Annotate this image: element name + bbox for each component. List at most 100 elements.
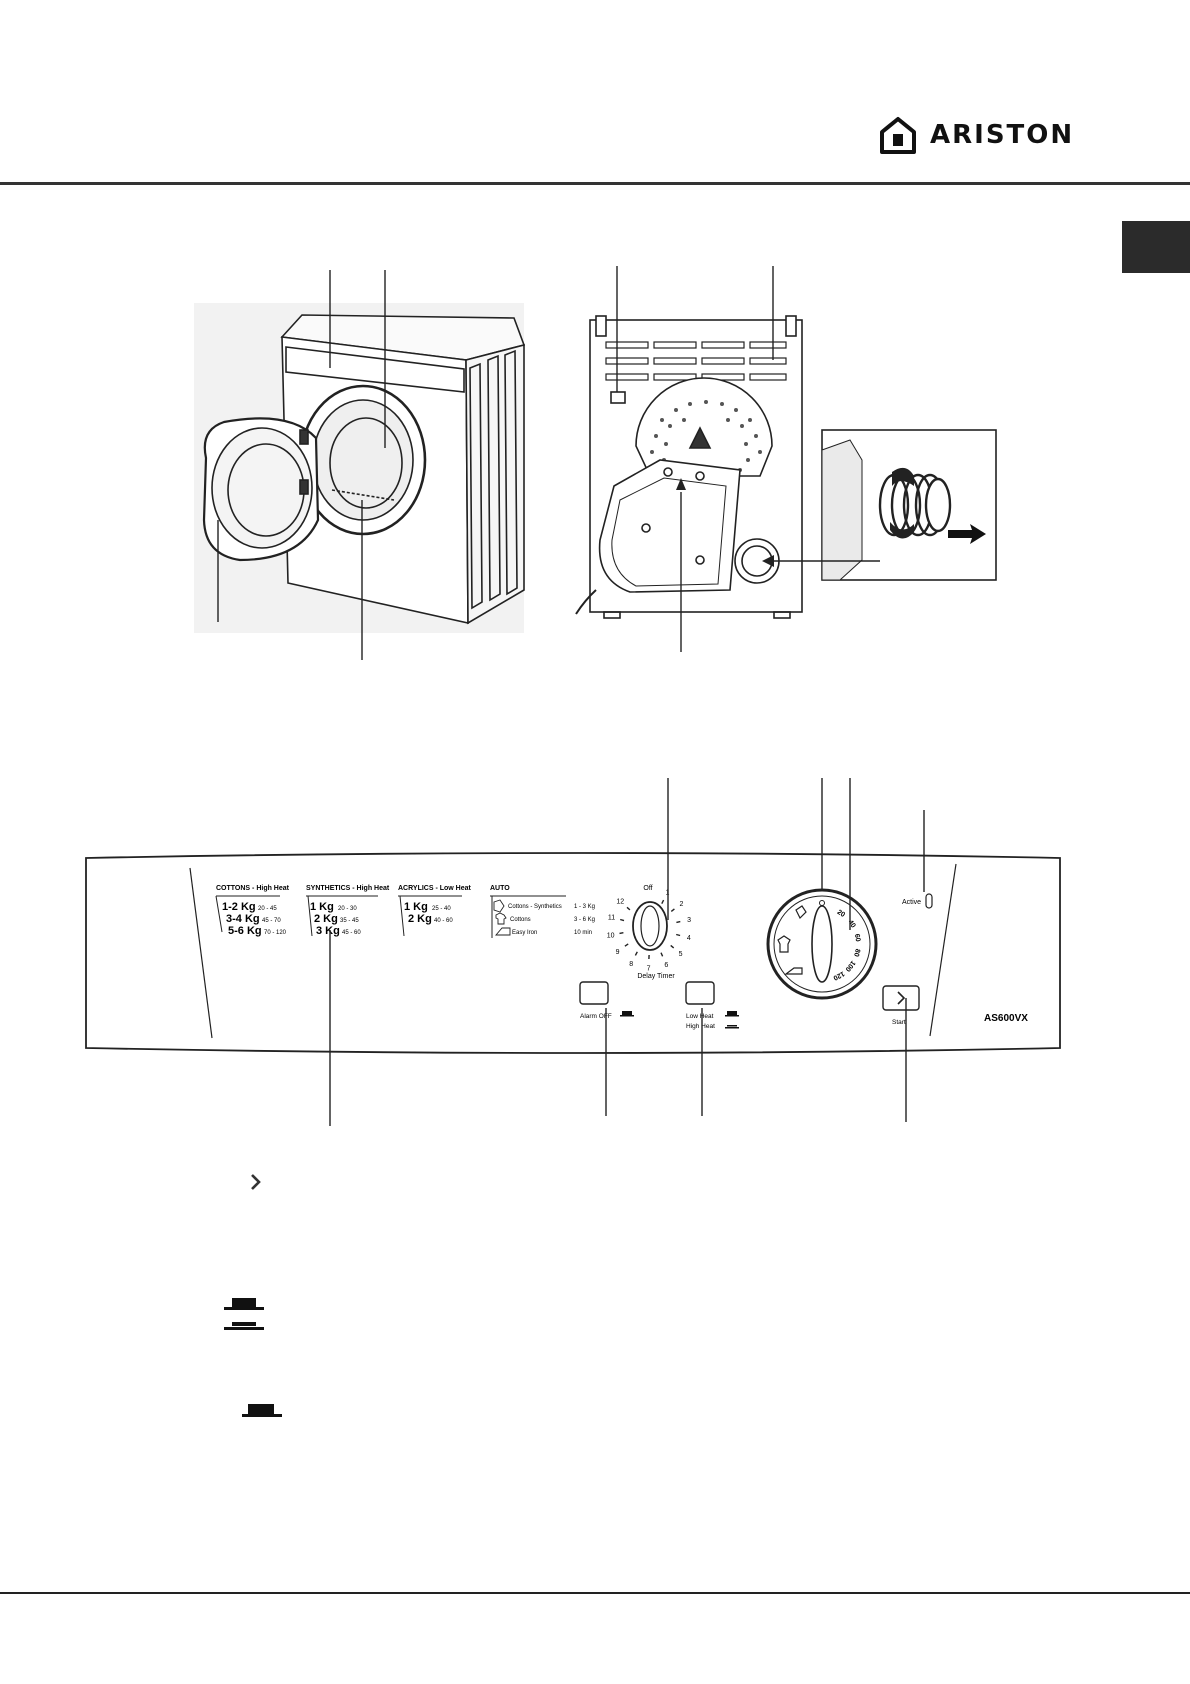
acrylics-load-1: 1 Kg [404, 901, 428, 913]
appliance-illustrations [194, 266, 997, 660]
alarm-off-label: Alarm OFF [580, 1013, 612, 1020]
delay-timer-tick [676, 933, 681, 937]
delay-timer-number: 11 [608, 915, 615, 922]
delay-timer-tick [676, 920, 681, 924]
low-heat-icon [224, 1298, 264, 1310]
synthetics-table: SYNTHETICS - High Heat 1 Kg 20 - 30 2 Kg… [306, 885, 390, 937]
high-heat-icon [725, 1025, 739, 1029]
iron-icon [495, 927, 511, 936]
delay-timer-tick [619, 932, 624, 935]
program-icons [777, 905, 807, 975]
delay-timer-number: 8 [629, 961, 633, 968]
delay-timer-number: 9 [616, 949, 620, 956]
delay-timer-number: 5 [679, 951, 683, 958]
auto-value-1: 1 - 3 Kg [574, 904, 595, 910]
cottons-load-1: 1-2 Kg [222, 901, 256, 913]
delay-timer-tick [670, 944, 675, 949]
delay-timer-off: Off [643, 885, 652, 892]
delay-timer-ticks [619, 899, 681, 960]
delay-timer-number: 10 [607, 932, 615, 939]
synthetics-load-2: 2 Kg [314, 913, 338, 925]
drying-timer-number: 120 [832, 969, 846, 981]
shirt-icon [495, 912, 507, 925]
up-arrow-icon [676, 478, 686, 490]
acrylics-table: ACRYLICS - Low Heat 1 Kg 25 - 40 2 Kg 40… [398, 885, 472, 937]
delay-timer-number: 3 [687, 917, 691, 924]
delay-timer-number: 6 [664, 962, 668, 969]
shirt-fold-icon [493, 899, 505, 913]
synthetics-load-1: 1 Kg [310, 901, 334, 913]
delay-timer-tick [661, 899, 665, 905]
auto-value-3: 10 min [574, 930, 592, 936]
delay-timer-label: Delay Timer [637, 973, 675, 980]
delay-timer-tick [670, 908, 675, 912]
acrylics-time-1: 25 - 40 [432, 906, 451, 912]
cottons-time-2: 45 - 70 [262, 918, 281, 924]
cottons-table: COTTONS - High Heat 1-2 Kg 20 - 45 3-4 K… [215, 885, 290, 937]
alarm-off-button[interactable] [579, 981, 609, 1005]
side-tab [1122, 221, 1190, 273]
rear-callout-lines [616, 266, 774, 652]
active-indicator-light [925, 893, 933, 909]
drying-timer-number: 20 [836, 909, 846, 919]
hose-pointer-arrow [762, 555, 880, 567]
delay-timer-number: 2 [680, 901, 684, 908]
brand-name: ARISTON [930, 120, 1075, 150]
cottons-time-1: 20 - 45 [258, 906, 277, 912]
delay-timer-tick [634, 951, 638, 956]
synthetics-time-2: 35 - 45 [340, 918, 359, 924]
acrylics-time-2: 40 - 60 [434, 918, 453, 924]
cottons-load-3: 5-6 Kg [228, 925, 262, 937]
vent-hose-detail [821, 429, 997, 581]
auto-label-3: Easy Iron [512, 930, 537, 936]
auto-value-2: 3 - 6 Kg [574, 917, 595, 923]
active-label: Active [902, 899, 921, 906]
delay-timer-tick [620, 918, 625, 922]
cottons-load-2: 3-4 Kg [226, 913, 260, 925]
delay-timer-number: 7 [647, 966, 651, 973]
start-label: Start [892, 1019, 906, 1026]
panel-callout-lines [329, 778, 925, 1126]
low-heat-label: Low Heat [686, 1013, 714, 1020]
alarm-off-icon [242, 1404, 282, 1417]
auto-header: AUTO [490, 885, 510, 892]
drying-timer-number: 60 [853, 933, 861, 942]
delay-timer-numbers: 123456789101112 [607, 890, 691, 973]
synthetics-time-3: 45 - 60 [342, 930, 361, 936]
auto-label-2: Cottons [510, 917, 531, 923]
delay-timer-number: 12 [616, 899, 624, 906]
synthetics-header: SYNTHETICS - High Heat [306, 885, 390, 892]
synthetics-load-3: 3 Kg [316, 925, 340, 937]
dryer-front-illustration [194, 303, 526, 633]
high-heat-label: High Heat [686, 1023, 715, 1030]
panel-outline [85, 852, 1061, 1054]
delay-timer-tick [624, 943, 629, 947]
drying-timer-number: 80 [852, 948, 861, 957]
chevron-right-icon [897, 991, 906, 1005]
house-logo-icon [880, 117, 916, 154]
low-heat-icon [725, 1011, 739, 1017]
dryer-rear-illustration [575, 315, 803, 619]
header-rule [0, 182, 1190, 185]
heat-select-button[interactable] [685, 981, 715, 1005]
model-label: AS600VX [984, 1013, 1028, 1024]
chevron-right-icon [251, 1174, 261, 1190]
start-button[interactable] [882, 985, 920, 1011]
front-callout-lines [217, 270, 386, 660]
delay-timer-knob[interactable]: 123456789101112 Off Delay Timer [607, 885, 691, 980]
delay-timer-tick [626, 906, 631, 911]
auto-table: AUTO Cottons - Synthetics 1 - 3 Kg Cotto… [490, 885, 595, 938]
auto-label-1: Cottons - Synthetics [508, 904, 562, 910]
acrylics-header: ACRYLICS - Low Heat [398, 885, 472, 892]
acrylics-load-2: 2 Kg [408, 913, 432, 925]
alarm-off-icon [620, 1011, 634, 1017]
synthetics-time-1: 20 - 30 [338, 906, 357, 912]
delay-timer-number: 4 [687, 935, 691, 942]
drying-timer-number: 40 [846, 919, 856, 929]
high-heat-icon [224, 1322, 264, 1330]
footer-rule [0, 1592, 1190, 1594]
control-panel: COTTONS - High Heat 1-2 Kg 20 - 45 3-4 K… [85, 778, 1061, 1126]
delay-timer-tick [660, 952, 664, 957]
cottons-time-3: 70 - 120 [264, 930, 287, 936]
